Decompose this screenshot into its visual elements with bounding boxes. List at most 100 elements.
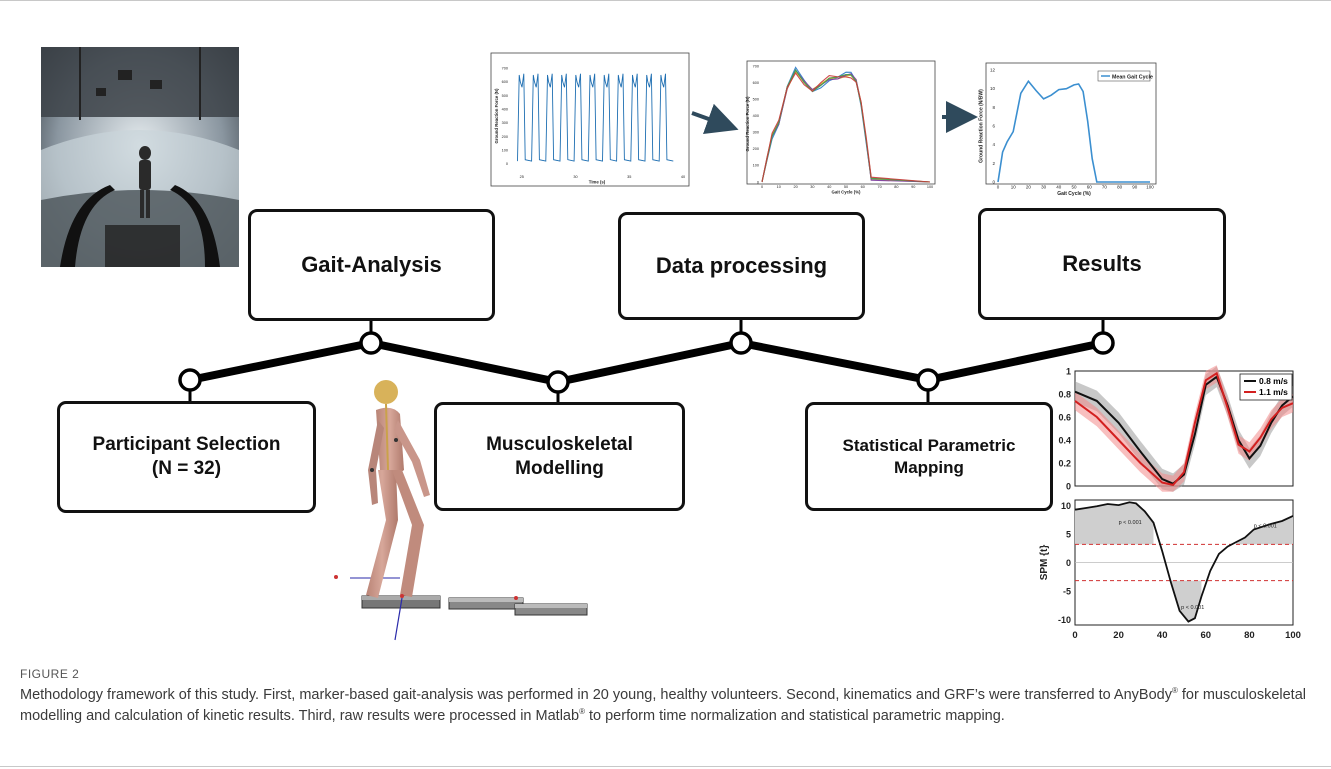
legend-0-8: 0.8 m/s	[1259, 376, 1288, 386]
musculoskeletal-figure	[334, 380, 588, 641]
spm-p-annotation: p < 0.001	[1119, 520, 1142, 526]
node-musculo	[546, 370, 570, 394]
mean-cycle-xtick: 60	[1087, 185, 1093, 190]
normalized-xtick: 30	[810, 185, 814, 189]
mean-cycle-ytick: 0	[992, 180, 995, 185]
spm-xtick: 40	[1157, 630, 1168, 641]
spm-ylabel: SPM {t}	[1039, 545, 1050, 581]
spm-label-1: Statistical Parametric	[842, 436, 1016, 456]
normalized-xtick: 80	[894, 185, 898, 189]
spm-cluster-shade	[1075, 502, 1154, 545]
node-data	[729, 331, 753, 355]
normalized-ytick: 300	[753, 131, 759, 135]
velocity-ytick: 1	[1066, 367, 1071, 377]
normalized-ytick: 400	[753, 114, 759, 118]
mean-cycle-ytick: 8	[992, 105, 995, 110]
raw-grf-ylabel: Ground Reaction Force (N)	[494, 88, 499, 143]
raw-grf-ytick: 200	[502, 135, 508, 139]
caption-text: Methodology framework of this study. Fir…	[20, 685, 1310, 727]
spm-cluster-shade	[1236, 515, 1293, 545]
spm-ytick: 10	[1061, 501, 1071, 511]
step-musculoskeletal-modelling: Musculoskeletal Modelling	[434, 402, 685, 511]
spm-p-annotation: p < 0.001	[1254, 523, 1277, 529]
normalized-xtick: 0	[761, 185, 763, 189]
raw-grf-ytick: 400	[502, 107, 508, 111]
spm-xtick: 100	[1285, 630, 1301, 641]
normalized-xtick: 50	[844, 185, 848, 189]
raw-grf-ytick: 600	[502, 80, 508, 84]
step-results: Results	[978, 208, 1226, 320]
mean-cycle-ytick: 4	[992, 142, 995, 147]
mean-cycle-xtick: 50	[1071, 185, 1077, 190]
step-participant-selection: Participant Selection (N = 32)	[57, 401, 316, 513]
normalized-ytick: 500	[753, 97, 759, 101]
registered-mark-1: ®	[1171, 686, 1178, 696]
mean-cycle-xtick: 90	[1132, 185, 1138, 190]
mean-cycle-xtick: 70	[1102, 185, 1108, 190]
musculo-label-2: Modelling	[515, 457, 604, 479]
top-rule	[0, 0, 1331, 1]
normalized-ytick: 0	[757, 180, 759, 184]
registered-mark-2: ®	[579, 707, 585, 717]
step-data-processing: Data processing	[618, 212, 865, 320]
bottom-rule	[0, 766, 1331, 767]
mean-cycle-xlabel: Gait Cycle (%)	[1057, 191, 1091, 197]
velocity-ytick: 0	[1066, 482, 1071, 492]
normalized-ytick: 100	[753, 164, 759, 168]
caption-part-3: to perform time normalization and statis…	[584, 708, 1005, 725]
figure-caption: FIGURE 2 Methodology framework of this s…	[20, 666, 1310, 727]
mean-cycle-series	[997, 79, 1150, 183]
spm-xtick: 60	[1201, 630, 1212, 641]
raw-grf-ytick: 500	[502, 94, 508, 98]
caption-part-1: Methodology framework of this study. Fir…	[20, 687, 1172, 704]
normalized-ytick: 200	[753, 147, 759, 151]
spm-cluster-shade	[1170, 580, 1202, 622]
velocity-ytick: 0.6	[1058, 413, 1071, 423]
spm-ytick: 5	[1066, 530, 1071, 540]
gait-lab-photo	[41, 47, 239, 267]
raw-grf-xtick: 25	[520, 175, 524, 179]
mean-cycle-xtick: 10	[1011, 185, 1017, 190]
mean-cycle-ylabel: Ground Reaction Force (N/BW)	[979, 89, 985, 163]
spm-ytick: -10	[1058, 615, 1071, 625]
step-gait-analysis: Gait-Analysis	[248, 209, 495, 321]
normalized-xtick: 20	[793, 185, 797, 189]
chart-velocity: 0 0.2 0.4 0.6 0.8 1 0.8 m/s 1.1 m/s	[1058, 365, 1294, 492]
mean-cycle-legend-text: Mean Gait Cycle	[1112, 75, 1153, 81]
normalized-xtick: 60	[861, 185, 865, 189]
normalized-ytick: 600	[753, 81, 759, 85]
velocity-ytick: 0.4	[1058, 436, 1071, 446]
velocity-ytick: 0.8	[1058, 390, 1071, 400]
raw-grf-xlabel: Time (s)	[589, 180, 606, 185]
spm-label-2: Mapping	[894, 457, 964, 477]
normalized-xtick: 100	[927, 185, 933, 189]
spm-t-curve	[1074, 501, 1294, 623]
raw-grf-xtick: 40	[681, 175, 685, 179]
raw-grf-ytick: 0	[506, 162, 508, 166]
spm-xtick: 80	[1244, 630, 1255, 641]
normalized-xlabel: Gait Cycle (%)	[832, 190, 861, 195]
raw-grf-ytick: 300	[502, 121, 508, 125]
node-gait	[359, 331, 383, 355]
node-participant	[178, 368, 202, 392]
results-label: Results	[1062, 251, 1142, 277]
timeline	[189, 339, 1104, 386]
raw-grf-xtick: 35	[627, 175, 631, 179]
velocity-band	[1075, 365, 1293, 492]
mean-cycle-xtick: 20	[1026, 185, 1032, 190]
spm-p-annotation: p < 0.001	[1181, 605, 1204, 611]
mean-cycle-ytick: 12	[990, 68, 996, 73]
velocity-ytick: 0.2	[1058, 459, 1071, 469]
mean-cycle-xtick: 30	[1041, 185, 1047, 190]
mean-cycle-ytick: 10	[990, 86, 996, 91]
legend-1-1: 1.1 m/s	[1259, 387, 1288, 397]
caption-part-2: for musculoskeletal modelling and calcul…	[20, 687, 1306, 725]
normalized-xtick: 90	[911, 185, 915, 189]
gait-analysis-label: Gait-Analysis	[301, 252, 442, 278]
raw-grf-series	[517, 73, 674, 162]
raw-grf-ytick: 100	[502, 148, 508, 152]
